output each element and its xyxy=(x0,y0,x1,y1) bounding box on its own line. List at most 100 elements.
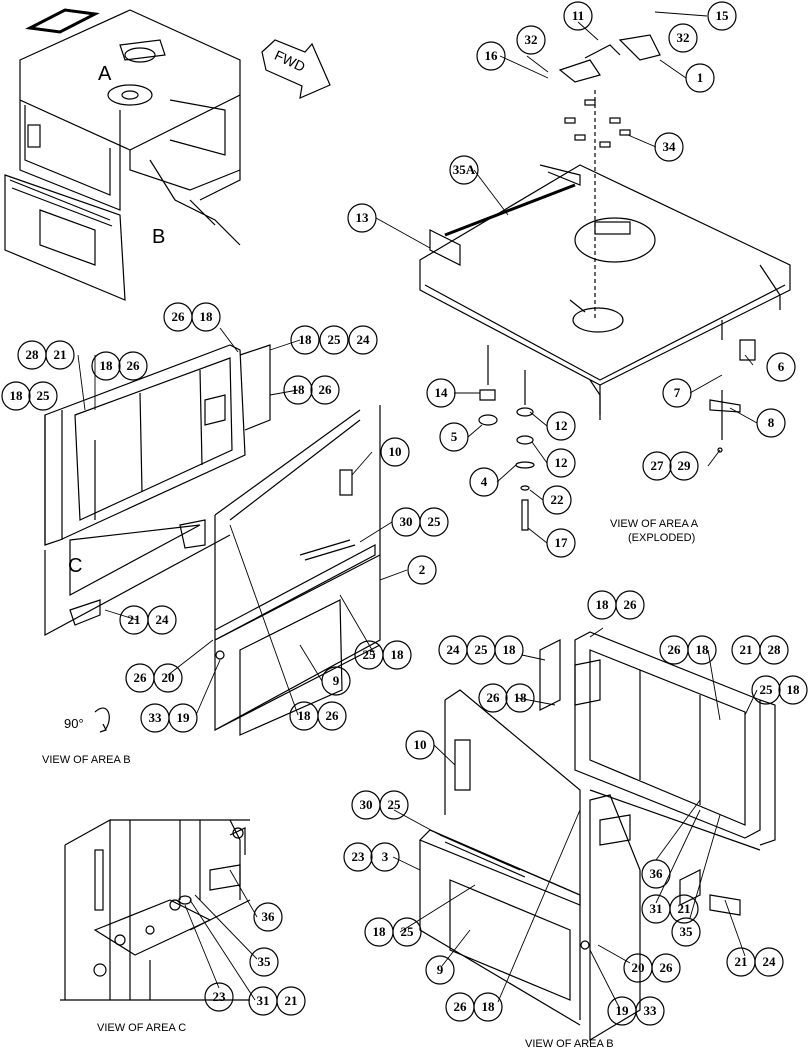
svg-text:29: 29 xyxy=(678,458,692,473)
callout-balloon: 21 xyxy=(726,947,756,977)
svg-text:25: 25 xyxy=(328,332,342,347)
callout-balloon: 25 xyxy=(319,325,349,355)
callout-balloon: 16 xyxy=(476,41,506,71)
svg-text:33: 33 xyxy=(644,1003,658,1018)
callout-balloon: 18 xyxy=(587,590,617,620)
area-letter-a: A xyxy=(98,63,112,85)
callout-balloon: 23 xyxy=(204,982,234,1012)
callout-balloon: 5 xyxy=(439,422,469,452)
callout-balloon: 18 xyxy=(91,351,121,381)
callout-balloon: 29 xyxy=(669,451,699,481)
area-c-view-label: VIEW OF AREA C xyxy=(97,1022,186,1034)
svg-text:25: 25 xyxy=(475,642,489,657)
svg-text:19: 19 xyxy=(616,1003,630,1018)
svg-text:33: 33 xyxy=(149,710,163,725)
area-b-right-drawing xyxy=(418,631,776,1042)
svg-text:32: 32 xyxy=(677,30,690,45)
svg-text:10: 10 xyxy=(414,737,427,752)
callout-balloon: 19 xyxy=(168,703,198,733)
callout-balloon: 10 xyxy=(380,437,410,467)
callout-balloon: 35 xyxy=(671,917,701,947)
callout-balloon: 14 xyxy=(426,378,456,408)
callout-balloon: 17 xyxy=(546,528,576,558)
callout-balloon: 36 xyxy=(641,859,671,889)
callout-balloon: 26 xyxy=(651,953,681,983)
svg-text:23: 23 xyxy=(352,849,366,864)
svg-text:18: 18 xyxy=(696,642,710,657)
area-b-left-view-label: VIEW OF AREA B xyxy=(42,754,131,766)
callout-balloon: 24 xyxy=(147,605,177,635)
svg-text:26: 26 xyxy=(326,708,340,723)
callout-balloon: 35A xyxy=(449,155,479,185)
svg-text:2: 2 xyxy=(419,562,426,577)
callout-balloon: 12 xyxy=(546,411,576,441)
svg-text:18: 18 xyxy=(299,332,313,347)
callout-balloon: 21 xyxy=(669,894,699,924)
svg-text:20: 20 xyxy=(632,960,645,975)
callout-balloon: 3 xyxy=(370,842,400,872)
callout-balloon: 26 xyxy=(478,683,508,713)
svg-text:30: 30 xyxy=(360,797,373,812)
callout-balloon: 1 xyxy=(685,63,715,93)
callout-balloon: 24 xyxy=(754,947,784,977)
svg-text:18: 18 xyxy=(514,690,528,705)
area-a-exploded-drawing xyxy=(419,34,791,531)
svg-text:26: 26 xyxy=(127,358,141,373)
svg-text:18: 18 xyxy=(10,388,24,403)
svg-text:32: 32 xyxy=(525,32,538,47)
callout-balloon: 26 xyxy=(163,302,193,332)
callout-balloon: 32 xyxy=(516,25,546,55)
svg-text:28: 28 xyxy=(26,347,40,362)
svg-text:24: 24 xyxy=(763,954,777,969)
area-b-right-view-label: VIEW OF AREA B xyxy=(525,1038,614,1050)
callout-balloon: 26 xyxy=(659,635,689,665)
svg-text:28: 28 xyxy=(768,642,782,657)
callout-balloon: 18 xyxy=(494,635,524,665)
svg-text:11: 11 xyxy=(572,8,584,23)
svg-text:31: 31 xyxy=(257,993,270,1008)
callout-balloon: 13 xyxy=(347,203,377,233)
callout-balloon: 18 xyxy=(382,640,412,670)
callout-balloon: 25 xyxy=(28,381,58,411)
callout-balloon: 25 xyxy=(379,790,409,820)
callout-balloon: 18 xyxy=(364,917,394,947)
svg-text:26: 26 xyxy=(134,670,148,685)
area-c-drawing xyxy=(60,818,251,1001)
callout-balloon: 18 xyxy=(290,325,320,355)
callout-balloon: 26 xyxy=(445,992,475,1022)
svg-text:18: 18 xyxy=(298,708,312,723)
svg-text:26: 26 xyxy=(668,642,682,657)
callout-balloon: 26 xyxy=(310,375,340,405)
callouts: 15 11 32 32 16 1 34 35A 13 6 7 8 14 12 5… xyxy=(1,1,808,1026)
svg-text:25: 25 xyxy=(760,682,774,697)
callout-balloon: 21 xyxy=(276,986,306,1016)
callout-balloon: 25 xyxy=(751,675,781,705)
svg-text:19: 19 xyxy=(177,710,191,725)
callout-balloon: 31 xyxy=(248,986,278,1016)
svg-text:25: 25 xyxy=(401,924,415,939)
svg-text:22: 22 xyxy=(551,492,564,507)
callout-balloon: 27 xyxy=(642,451,672,481)
callout-balloon: 28 xyxy=(17,340,47,370)
callout-balloon: 21 xyxy=(45,340,75,370)
callout-balloon: 20 xyxy=(623,953,653,983)
svg-text:4: 4 xyxy=(481,474,488,489)
svg-text:34: 34 xyxy=(663,139,677,154)
callout-balloon: 21 xyxy=(731,635,761,665)
callout-balloon: 33 xyxy=(140,703,170,733)
area-letter-c: C xyxy=(68,555,82,577)
svg-text:18: 18 xyxy=(596,597,610,612)
svg-text:18: 18 xyxy=(292,382,306,397)
svg-text:24: 24 xyxy=(156,612,170,627)
svg-text:25: 25 xyxy=(37,388,51,403)
rotation-arrow-icon xyxy=(94,707,110,733)
svg-text:21: 21 xyxy=(740,642,753,657)
callout-balloon: 20 xyxy=(153,663,183,693)
callout-balloon: 32 xyxy=(668,23,698,53)
svg-text:25: 25 xyxy=(388,797,402,812)
svg-text:21: 21 xyxy=(735,954,748,969)
svg-text:18: 18 xyxy=(200,309,214,324)
svg-text:35: 35 xyxy=(258,954,272,969)
svg-text:21: 21 xyxy=(678,901,691,916)
